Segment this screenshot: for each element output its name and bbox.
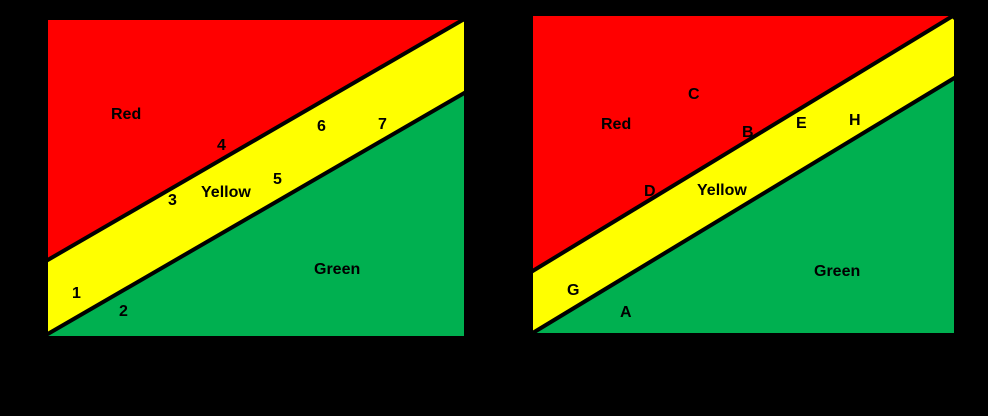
left-diagram: Red Yellow Green 1 2 3 4 5 6 7	[44, 16, 468, 337]
right-point-label: C	[688, 86, 700, 103]
right-lower-boundary	[529, 75, 958, 336]
right-point-label: G	[567, 282, 579, 299]
right-point-label: B	[742, 124, 754, 141]
right-point-label: E	[796, 115, 807, 132]
right-upper-boundary	[529, 12, 958, 274]
right-green-label: Green	[814, 263, 860, 280]
left-red-label: Red	[111, 106, 141, 123]
left-point-label: 4	[217, 137, 226, 154]
right-diagram: Red Yellow Green A B C D E G H	[529, 12, 958, 336]
left-point-label: 5	[273, 171, 282, 188]
left-green-label: Green	[314, 261, 360, 278]
right-point-label: A	[620, 304, 632, 321]
left-lower-boundary	[44, 90, 468, 337]
right-point-label: H	[849, 112, 861, 129]
left-yellow-band	[48, 20, 464, 334]
right-yellow-label: Yellow	[697, 182, 747, 199]
right-yellow-band	[533, 16, 954, 333]
left-point-label: 7	[378, 116, 387, 133]
right-red-label: Red	[601, 116, 631, 133]
right-point-label: D	[644, 183, 656, 200]
left-upper-boundary	[44, 16, 468, 263]
left-point-label: 6	[317, 118, 326, 135]
left-point-label: 3	[168, 192, 177, 209]
left-point-label: 1	[72, 285, 81, 302]
left-yellow-label: Yellow	[201, 184, 251, 201]
left-point-label: 2	[119, 303, 128, 320]
